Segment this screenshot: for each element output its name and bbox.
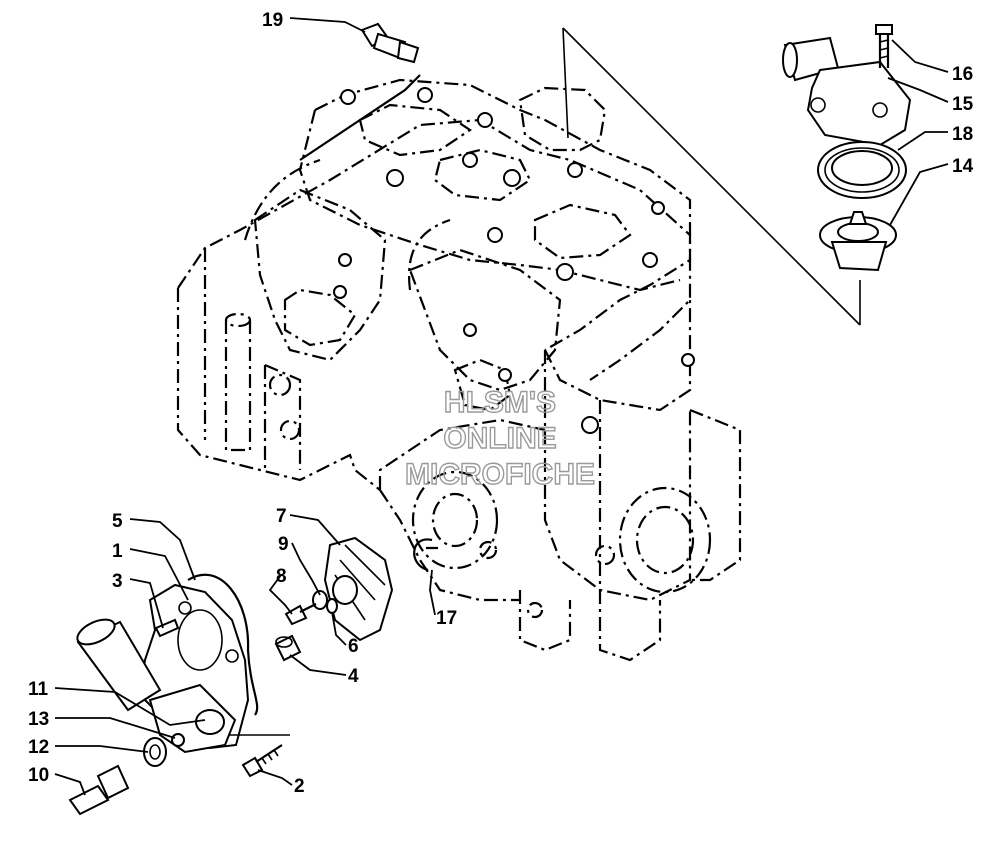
thermostat-group [562,24,912,326]
label-part-6: 6 [348,636,359,657]
watermark: HLSM'S ONLINE MICROFICHE [404,385,595,491]
label-part-15: 15 [952,94,974,115]
part-labels: 19 16 15 18 14 5 1 3 7 9 8 6 4 17 11 13 … [28,10,974,797]
label-part-16: 16 [952,64,973,85]
leader-lines [54,17,949,796]
head-bolts [333,87,695,434]
label-part-18: 18 [952,124,973,145]
label-part-13: 13 [28,709,49,730]
exhaust-manifolds [243,74,562,412]
temperature-sensor-part-19 [360,22,420,64]
label-part-8: 8 [276,566,287,587]
label-part-10: 10 [28,765,49,786]
label-part-17: 17 [436,608,457,629]
label-part-9: 9 [278,534,289,555]
label-part-7: 7 [276,506,287,527]
thermostat-neck [518,86,607,152]
label-part-1: 1 [112,541,123,562]
label-part-11: 11 [28,679,49,700]
label-part-19: 19 [262,10,283,31]
watermark-line-3: MICROFICHE [405,458,595,491]
label-part-14: 14 [952,156,974,177]
watermark-line-1: HLSM'S [444,386,556,419]
engine-block [176,78,742,662]
label-part-5: 5 [112,511,123,532]
watermark-line-2: ONLINE [443,422,556,455]
label-part-4: 4 [348,666,359,687]
label-part-3: 3 [112,571,123,592]
label-part-12: 12 [28,737,49,758]
water-pump-group [68,536,438,816]
label-part-2: 2 [294,776,305,797]
